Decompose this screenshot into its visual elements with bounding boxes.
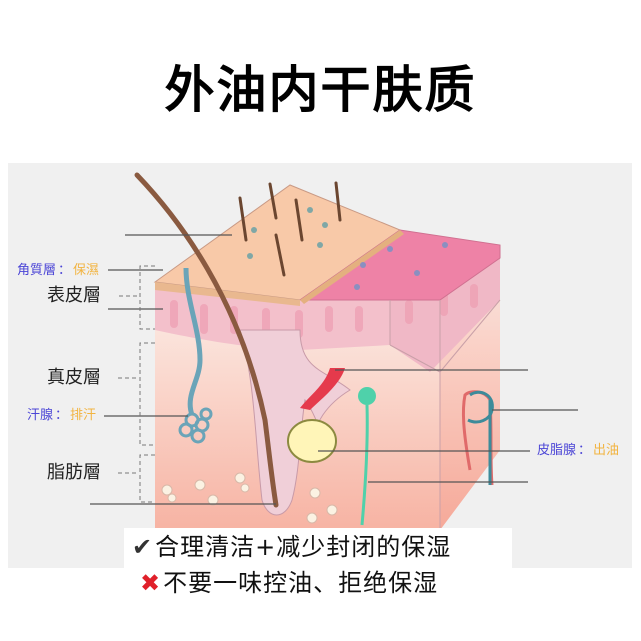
page-title: 外油内干肤质 [164,61,477,119]
label-dermis: 真皮層 [47,367,101,388]
caption-text: 合理清洁+减少封闭的保湿 [155,533,452,561]
caption-dont: ✖不要一味控油、拒绝保湿 [140,568,438,598]
label-stratum-corneum: 角質層：保濕 [17,263,99,279]
label-separator: ： [58,263,72,278]
label-value: 保濕 [73,263,100,278]
label-key: 皮脂腺 [537,443,577,458]
label-separator: ： [55,408,69,423]
cross-icon: ✖ [140,569,162,597]
label-sebaceous-gland: 皮脂腺：出油 [537,443,619,459]
caption-box [124,528,512,568]
label-value: 出油 [593,443,620,458]
label-epidermis: 表皮層 [47,285,101,306]
label-sweat-gland: 汗腺：排汗 [27,408,96,424]
caption-do: ✔合理清洁+减少封闭的保湿 [132,532,451,562]
label-value: 排汗 [70,408,97,423]
check-icon: ✔ [132,533,154,561]
caption-text: 不要一味控油、拒绝保湿 [163,569,439,597]
label-key: 汗腺 [27,408,54,423]
label-key: 角質層 [17,263,57,278]
label-separator: ： [578,443,592,458]
label-fat-layer: 脂肪層 [47,462,101,483]
skin-block [153,184,501,530]
